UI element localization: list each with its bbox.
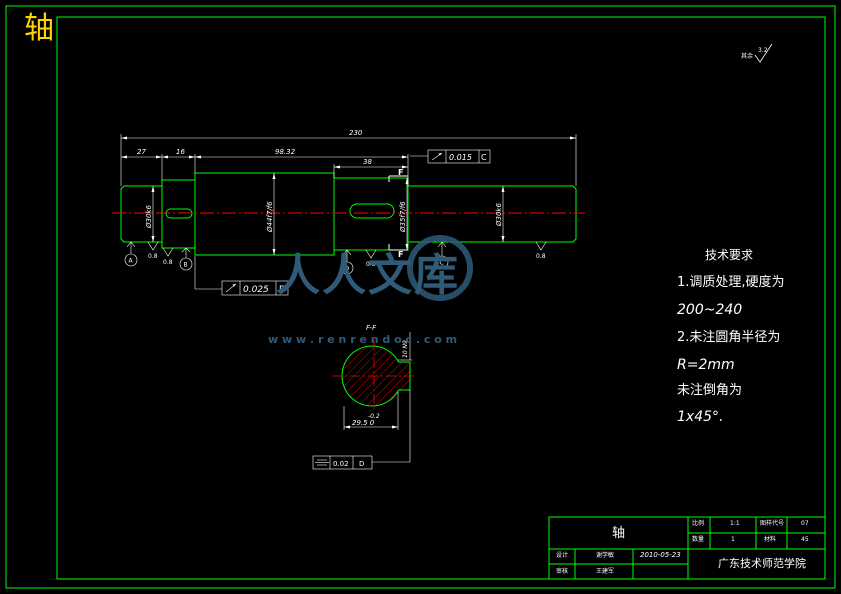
dim-dia4: Ø30k6	[495, 203, 503, 227]
tolerance-frame-bottom: 0.025 B	[194, 256, 289, 296]
tb-material-label: 材料	[764, 536, 777, 543]
tb-scale-value: 1:1	[730, 520, 740, 527]
datum-b: B	[184, 262, 188, 269]
watermark-logo	[407, 235, 473, 301]
roughness-c: 0.8	[536, 253, 546, 260]
shaft-outline	[120, 172, 577, 256]
requirement-line-4: R=2mm	[677, 357, 735, 373]
drawing-title: 轴	[24, 11, 54, 46]
requirement-line-1: 1.调质处理,硬度为	[677, 275, 785, 290]
tb-reviewer-label: 审核	[556, 568, 569, 575]
roughness-b: 0.8	[163, 259, 173, 266]
sym-datum: D	[359, 460, 364, 468]
datum-d: D	[345, 266, 350, 273]
dim-dia2: Ø44f7/f6	[266, 201, 274, 233]
tb-part-name: 轴	[612, 526, 626, 541]
runout-bottom-datum: B	[279, 285, 285, 295]
section-dim-keyway: 10 N9	[402, 340, 409, 358]
datum-symbols	[124, 241, 547, 275]
requirement-line-5: 未注倒角为	[677, 383, 743, 398]
dimension-arrows	[121, 136, 576, 255]
tb-qty-value: 1	[731, 536, 735, 543]
dim-overall-length: 230	[349, 129, 363, 137]
roughness-d: 0.8	[366, 261, 376, 268]
requirement-line-2: 200~240	[677, 302, 743, 318]
datum-labels: A B D C 0.8 0.8 0.8 0.8	[129, 253, 546, 273]
dim-d1: 27	[137, 148, 146, 156]
requirements-heading: 技术要求	[705, 248, 754, 262]
tb-designer-label: 设计	[556, 552, 569, 559]
roughness-note-label: 其余	[741, 52, 753, 60]
dim-dia1: Ø30k6	[145, 205, 153, 229]
sym-value: 0.02	[333, 460, 349, 468]
section-view: 29.5 0 -0.2 10 N9	[332, 332, 416, 463]
tb-scale-label: 比例	[692, 520, 705, 527]
section-dim-tol: -0.2	[368, 413, 380, 420]
section-label: F-F	[366, 324, 377, 332]
dim-d3: 98.32	[275, 148, 296, 156]
tb-material-value: 45	[801, 536, 809, 543]
tb-drawing-no-value: 07	[801, 520, 809, 527]
runout-top-value: 0.015	[449, 153, 472, 162]
roughness-note-value: 3.2	[758, 47, 768, 54]
datum-a: A	[129, 258, 134, 265]
section-marker-top: F	[398, 168, 403, 177]
datum-c: C	[440, 260, 444, 267]
tolerance-frame-top: 0.015 C	[410, 149, 491, 164]
inner-border	[56, 16, 826, 580]
watermark-text: 人人文库	[276, 250, 460, 301]
outer-border	[5, 5, 836, 589]
section-marker-bottom: F	[398, 250, 403, 259]
dim-d4: 38	[363, 158, 372, 166]
dim-d2: 16	[176, 148, 185, 156]
runout-top-datum: C	[481, 153, 487, 162]
dimension-texts: 230 27 16 98.32 38 Ø30k6 Ø44f7/f6 Ø35f7/…	[137, 129, 503, 233]
tb-school: 广东技术师范学院	[718, 557, 806, 570]
title-block	[548, 516, 826, 580]
tb-qty-label: 数量	[692, 536, 705, 543]
runout-bottom-value: 0.025	[243, 285, 269, 295]
section-marker: F F	[388, 168, 408, 259]
section-dim-width: 29.5 0	[352, 419, 375, 427]
requirement-line-3: 2.未注圆角半径为	[677, 330, 781, 345]
tb-reviewer-name: 王建军	[596, 568, 615, 575]
tb-designer-name: 谢学敏	[596, 552, 615, 559]
roughness-note: 其余 3.2	[741, 43, 773, 63]
tb-date: 2010-05-23	[640, 551, 681, 559]
dimension-lines	[120, 134, 577, 255]
requirement-line-6: 1x45°.	[677, 409, 724, 425]
tolerance-frame-symmetry: 0.02 D	[312, 455, 373, 470]
roughness-a: 0.8	[148, 253, 158, 260]
watermark-url: w w w . r e n r e n d o c . c o m	[268, 333, 458, 346]
dim-dia3: Ø35f7/f6	[399, 201, 407, 233]
tb-drawing-no-label: 图样代号	[760, 520, 785, 527]
